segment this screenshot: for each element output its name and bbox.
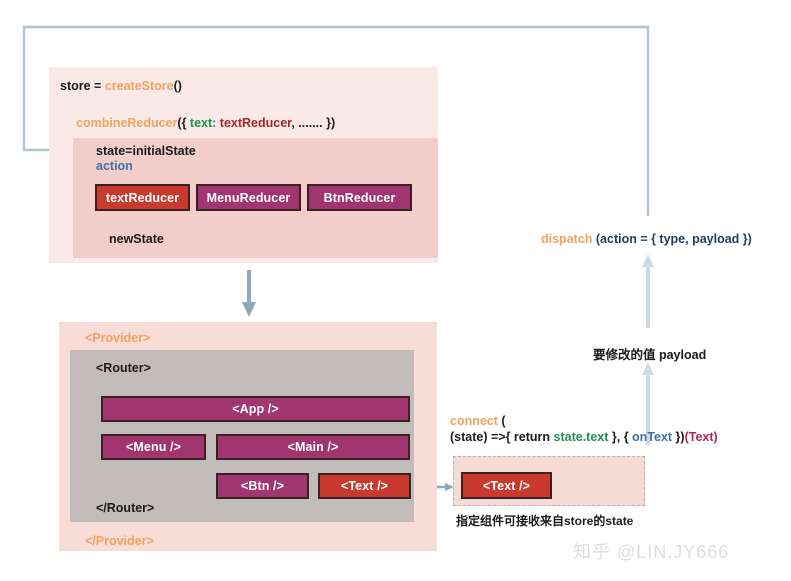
connect-call-line2: (state) =>{ return state.text }, { onTex… — [450, 429, 718, 445]
create-store-fn: createStore — [104, 79, 174, 93]
node-menu[interactable]: <Menu /> — [101, 434, 206, 460]
node-text[interactable]: <Text /> — [318, 473, 411, 499]
connect-close: }) — [672, 430, 685, 444]
new-state-label: newState — [109, 232, 164, 246]
node-app[interactable]: <App /> — [101, 396, 410, 422]
connect-mid: }, { — [608, 430, 633, 444]
combine-rest: , ....... }) — [291, 116, 336, 130]
combine-reducer-declaration: combineReducer({ text: textReducer, ....… — [76, 115, 335, 131]
store-prefix: store = — [60, 79, 105, 93]
node-text-reducer[interactable]: textReducer — [95, 184, 190, 211]
connect-caption: 指定组件可接收来自store的state — [456, 514, 634, 528]
dispatch-expression: dispatch (action = { type, payload }) — [541, 231, 752, 247]
node-connected-text[interactable]: <Text /> — [461, 472, 552, 499]
feedback-loop-path — [22, 25, 650, 216]
connect-call-line1: connect ( — [450, 413, 506, 429]
connect-state-text: state.text — [553, 430, 609, 444]
store-suffix: () — [173, 79, 182, 93]
connect-component-arg: (Text) — [684, 430, 718, 444]
node-btn[interactable]: <Btn /> — [216, 473, 309, 499]
watermark: 知乎 @LIN.JY666 — [573, 542, 730, 562]
router-open-tag: <Router> — [96, 361, 151, 375]
state-initial-label: state=initialState — [96, 144, 196, 158]
combine-key-text: text: — [189, 116, 217, 130]
node-btn-reducer[interactable]: BtnReducer — [307, 184, 412, 211]
provider-close-tag: </Provider> — [85, 534, 154, 548]
router-close-tag: </Router> — [96, 501, 155, 515]
connect-fn: connect — [450, 414, 498, 428]
combine-open-paren: ({ — [177, 116, 190, 130]
node-menu-reducer[interactable]: MenuReducer — [196, 184, 301, 211]
store-declaration: store = createStore() — [60, 78, 182, 94]
connect-mapstate-prefix: (state) =>{ return — [450, 430, 554, 444]
connect-on-text: onText — [632, 430, 673, 444]
dispatch-fn: dispatch — [541, 232, 593, 246]
combine-reducer-fn: combineReducer — [76, 116, 178, 130]
connect-open-paren: ( — [497, 414, 506, 428]
payload-note: 要修改的值 payload — [593, 348, 707, 362]
action-label: action — [96, 159, 133, 173]
provider-open-tag: <Provider> — [85, 331, 151, 345]
dispatch-args: (action = { type, payload }) — [592, 232, 752, 246]
combine-value-textreducer: textReducer — [216, 116, 292, 130]
node-main[interactable]: <Main /> — [216, 434, 410, 460]
